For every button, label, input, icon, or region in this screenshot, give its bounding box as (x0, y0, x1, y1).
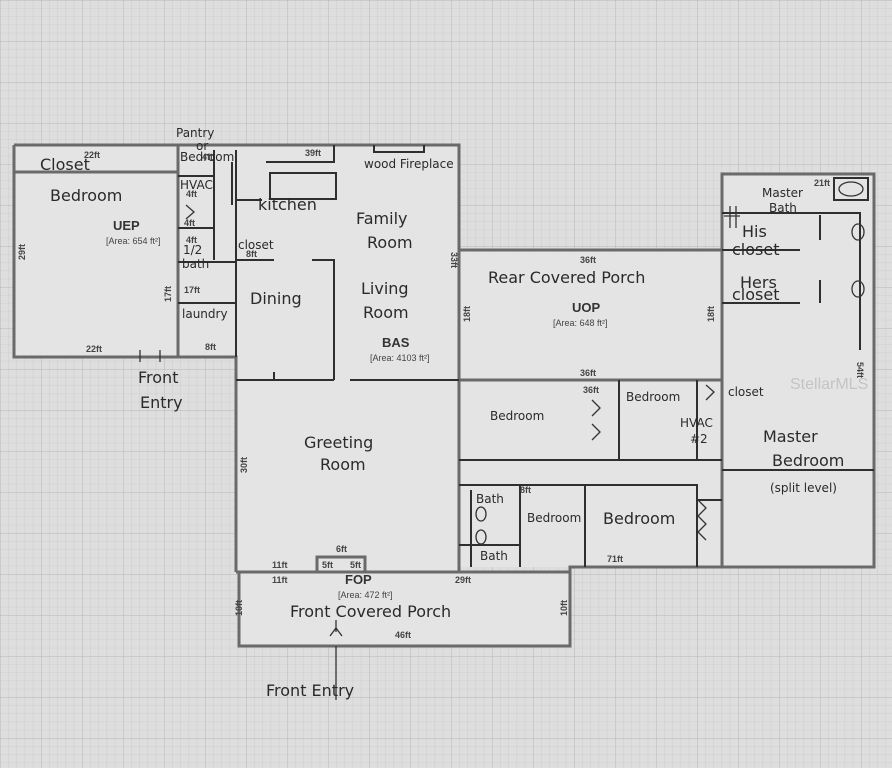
label-bath-lower: Bath (480, 549, 508, 563)
section-bas-code: BAS (382, 335, 410, 350)
dim-b2: 8ft (246, 249, 257, 259)
dim-right-side: 54ft (855, 362, 865, 378)
dim-hvac-w: 4ft (186, 189, 197, 199)
label-family-1: Family (356, 209, 407, 228)
label-master-bath-1: Master (762, 186, 803, 200)
interior-pen-walls (178, 145, 874, 567)
dim-b1: 8ft (205, 342, 216, 352)
label-kitchen: kitchen (258, 195, 317, 214)
label-hers-closet-1: Hers (740, 273, 777, 292)
dim-fop-bottom: 46ft (395, 630, 411, 640)
label-bedroom-right-top: Bedroom (626, 390, 680, 404)
label-hers-closet-2: closet (732, 285, 779, 304)
section-uop-area: [Area: 648 ft²] (553, 318, 608, 328)
dim-laundry-w: 17ft (184, 285, 200, 295)
label-front-entry-left-1: Front (138, 368, 178, 387)
label-front-entry-left-2: Entry (140, 393, 183, 412)
label-hvac: HVAC (180, 178, 213, 192)
dim-uop-right: 18ft (706, 306, 716, 322)
dim-entry-w: 6ft (336, 544, 347, 554)
label-bedroom-small-2: Bedroom (527, 511, 581, 525)
dim-bas-left-lower: 30ft (239, 457, 249, 473)
label-master-bedroom-2: Bedroom (772, 451, 844, 470)
dim-entry-l: 5ft (322, 560, 333, 570)
label-hvac2-2: #2 (690, 432, 708, 446)
dim-entry-r: 5ft (350, 560, 361, 570)
section-uep-code: UEP (113, 218, 140, 233)
dim-uep-left: 29ft (17, 244, 27, 260)
label-pantry: Pantry (176, 126, 214, 140)
dim-uop-bottom: 36ft (580, 368, 596, 378)
dim-bas-top: 39ft (305, 148, 321, 158)
label-bedroom-small: Bedroom (180, 150, 234, 164)
dim-half-bath-w: 4ft (186, 235, 197, 245)
dim-uep-right: 17ft (163, 286, 173, 302)
label-bedroom-left: Bedroom (50, 186, 122, 205)
label-bedroom-mid: Bedroom (490, 409, 544, 423)
label-dining: Dining (250, 289, 302, 308)
label-master-bath-2: Bath (769, 201, 797, 215)
dim-bed-top: 36ft (583, 385, 599, 395)
dim-fop-top-left: 11ft (272, 560, 288, 570)
label-rear-porch: Rear Covered Porch (488, 268, 645, 287)
label-bedroom-bottom: Bedroom (603, 509, 675, 528)
dim-pantry-w: 4ft (184, 218, 195, 228)
label-wood-fireplace: wood Fireplace (364, 157, 454, 171)
room-labels: Pantry or Bedroom Closet Bedroom HVAC ki… (40, 126, 844, 700)
label-closet-dining: closet (238, 238, 274, 252)
door-marks (139, 181, 865, 700)
section-labels: UEP [Area: 654 ft²] BAS [Area: 4103 ft²]… (106, 218, 608, 600)
label-hvac2-1: HVAC (680, 416, 713, 430)
label-bath-upper: Bath (476, 492, 504, 506)
dimension-labels: 22ft 29ft 22ft 17ft 17ft 4ft 4ft 4ft 39f… (17, 148, 865, 640)
label-or: or (196, 139, 208, 153)
label-laundry: laundry (182, 307, 228, 321)
dim-uop-left: 18ft (462, 306, 472, 322)
label-front-entry-bottom: Front Entry (266, 681, 354, 700)
dim-fop-top-right: 29ft (455, 575, 471, 585)
label-half-bath-1: 1/2 (183, 243, 202, 257)
label-his-closet-1: His (742, 222, 767, 241)
section-uep-area: [Area: 654 ft²] (106, 236, 161, 246)
dim-uep-bottom: 22ft (86, 344, 102, 354)
label-his-closet-2: closet (732, 240, 779, 259)
label-greeting-1: Greeting (304, 433, 373, 452)
label-closet-left: Closet (40, 155, 90, 174)
label-closet-right: closet (728, 385, 764, 399)
label-front-porch: Front Covered Porch (290, 602, 451, 621)
label-family-2: Room (367, 233, 413, 252)
dim-bas-right-upper: 33ft (449, 252, 459, 268)
dim-fop-left: 11ft (272, 575, 288, 585)
section-bas-area: [Area: 4103 ft²] (370, 353, 430, 363)
label-master-bedroom-1: Master (763, 427, 818, 446)
dim-fop-side-right: 10ft (559, 600, 569, 616)
section-fop-area: [Area: 472 ft²] (338, 590, 393, 600)
dim-bottom-right: 71ft (607, 554, 623, 564)
dim-small-top: 8ft (520, 485, 531, 495)
label-split-level: (split level) (770, 481, 837, 495)
dim-b3: 4ft (202, 152, 213, 162)
label-living-1: Living (361, 279, 409, 298)
dim-fop-side-left: 10ft (234, 600, 244, 616)
label-greeting-2: Room (320, 455, 366, 474)
label-half-bath-2: bath (182, 257, 209, 271)
watermark: StellarMLS (790, 376, 868, 393)
label-living-2: Room (363, 303, 409, 322)
dim-uep-top: 22ft (84, 150, 100, 160)
section-uop-code: UOP (572, 300, 601, 315)
dim-master-top: 21ft (814, 178, 830, 188)
section-fop-code: FOP (345, 572, 372, 587)
dim-uop-top: 36ft (580, 255, 596, 265)
